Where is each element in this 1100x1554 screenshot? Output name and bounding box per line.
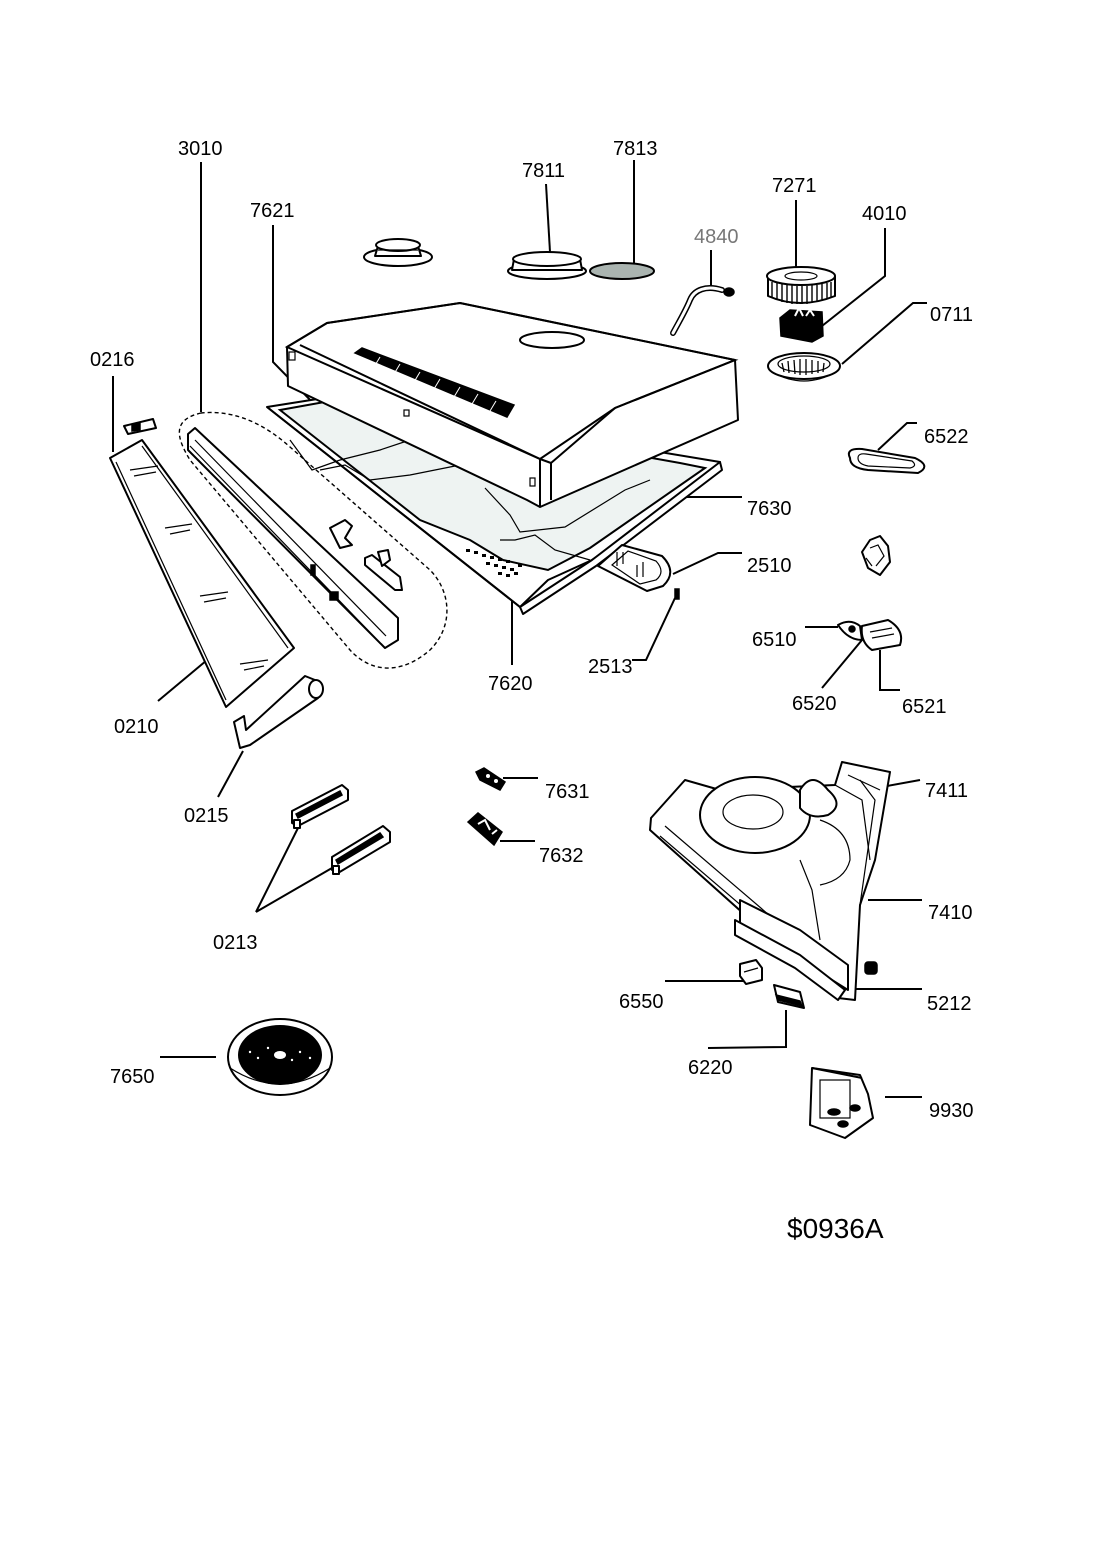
label-7621: 7621 [250, 200, 295, 222]
label-3010: 3010 [178, 138, 223, 160]
drawing-code: $0936A [787, 1213, 884, 1244]
part-7650-carbon-filter [227, 1018, 333, 1096]
part-6522-gasket [847, 447, 926, 474]
label-6522: 6522 [924, 426, 969, 448]
label-7630: 7630 [747, 498, 792, 520]
label-9930: 9930 [929, 1100, 974, 1122]
label-7631: 7631 [545, 781, 590, 803]
label-6220: 6220 [688, 1057, 733, 1079]
part-0216-clip [123, 418, 157, 435]
part-0215-bracket [233, 675, 324, 749]
label-6550: 6550 [619, 991, 664, 1013]
hood-body [266, 301, 739, 615]
leader-lines [112, 160, 927, 1098]
part-0711-fan-guard [767, 352, 841, 382]
label-7411: 7411 [925, 780, 968, 802]
part-4010-motor [779, 305, 824, 343]
part-9930-accessory-bag [809, 1067, 874, 1139]
part-7631-switch [474, 767, 507, 791]
label-7620: 7620 [488, 673, 533, 695]
label-7632: 7632 [539, 845, 584, 867]
part-7813-seal [589, 262, 655, 280]
label-0216: 0216 [90, 349, 135, 371]
label-6521: 6521 [902, 696, 947, 718]
label-5212: 5212 [927, 993, 972, 1015]
label-7811: 7811 [522, 160, 565, 182]
part-0210-glass-panel [109, 439, 295, 708]
label-2510: 2510 [747, 555, 792, 577]
label-0711: 0711 [930, 304, 973, 326]
part-5212-nut [864, 961, 878, 975]
part-lamp-holder [861, 535, 891, 576]
part-6510-lamp [837, 619, 903, 651]
label-6520: 6520 [792, 693, 837, 715]
part-7811-flange [507, 251, 587, 280]
part-7632-switch-plate [466, 812, 503, 847]
label-0213: 0213 [213, 932, 258, 954]
label-4010: 4010 [862, 203, 907, 225]
part-2513-screw [674, 588, 680, 600]
label-4840: 4840 [694, 226, 739, 248]
part-6550-switch [739, 959, 763, 985]
label-7410: 7410 [928, 902, 973, 924]
label-7271: 7271 [772, 175, 817, 197]
label-0215: 0215 [184, 805, 229, 827]
duct-spigot [363, 238, 433, 267]
label-2513: 2513 [588, 656, 633, 678]
part-0213-slider-upper [291, 784, 349, 829]
part-2510-lamp-cover [597, 544, 672, 592]
part-7271-fan-wheel [766, 266, 836, 304]
label-7813: 7813 [613, 138, 658, 160]
part-0213-slider-lower [331, 825, 391, 875]
label-7650: 7650 [110, 1066, 155, 1088]
part-3010-panel-assembly [178, 411, 448, 669]
label-0210: 0210 [114, 716, 159, 738]
label-6510: 6510 [752, 629, 797, 651]
part-6220-connector [773, 984, 805, 1009]
part-4840-cable [670, 285, 735, 336]
part-7410-blower-housing [649, 761, 891, 1001]
